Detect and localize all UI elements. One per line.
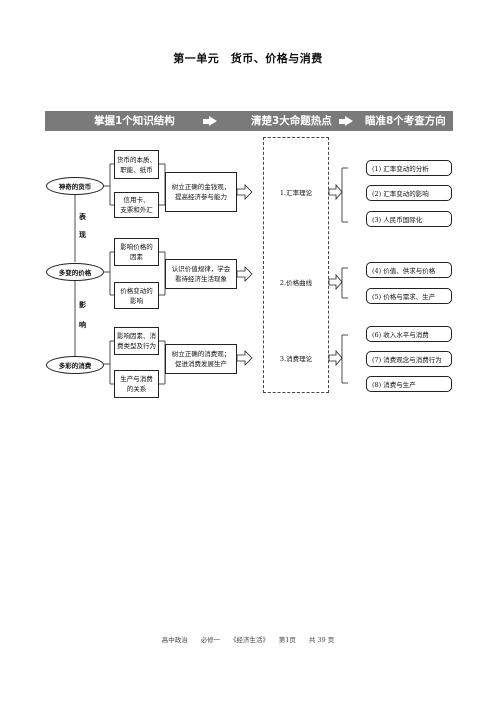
page-footer: 高中政治 必修一 《经济生活》 第1页 共 39 页	[161, 636, 335, 644]
banner-arrow-1-stem	[203, 118, 209, 124]
item-price-change-effects: 价格变动的 影响	[114, 282, 159, 309]
banner-arrow-2-icon	[345, 116, 353, 126]
banner-directions: 瞄准8个考查方向	[365, 115, 446, 127]
banner-knowledge-structure: 掌握1个知识结构	[94, 115, 175, 127]
direction-1: (1) 汇率变动的分析	[366, 160, 452, 176]
link-label-biao: 表	[79, 212, 86, 221]
link-label-ying: 影	[79, 300, 86, 309]
item-consumption-factors: 影响因素、消 费类型及行为	[114, 327, 159, 355]
hotspot-exchange-rate: 1.汇率理论	[279, 189, 313, 197]
item-money-essence: 货币的本质、 职能、纸币	[114, 150, 159, 179]
link-label-xiang: 响	[79, 320, 86, 329]
item-production-consumption: 生产与消费 的关系	[114, 370, 159, 398]
banner-arrow-1-icon	[209, 116, 217, 126]
goal-value-law: 认识价值规律，学会 看待经济生活现象	[165, 259, 237, 289]
direction-3: (3) 人民币国际化	[366, 211, 452, 227]
hotspots-panel	[263, 137, 329, 393]
direction-2: (2) 汇率变动的影响	[366, 185, 452, 201]
banner-hotspots: 清楚3大命题热点	[251, 115, 332, 127]
goal-money-view: 树立正确的金钱观， 提高经济参与能力	[165, 172, 237, 212]
direction-6: (6) 收入水平与消费	[366, 326, 452, 342]
goal-consumption-view: 树立正确的消费观； 促进消费发展生产	[165, 344, 237, 374]
direction-7: (7) 消费观念与消费行为	[366, 351, 452, 367]
direction-8: (8) 消费与生产	[366, 376, 452, 392]
banner-arrow-2-stem	[339, 118, 345, 124]
direction-4: (4) 价值、供求与价格	[366, 262, 452, 278]
item-price-factors: 影响价格的 因素	[114, 238, 159, 266]
item-credit-card: 信用卡、 支票和外汇	[114, 192, 159, 218]
link-label-xian: 现	[79, 230, 86, 239]
direction-5: (5) 价格与需求、生产	[366, 288, 452, 304]
hotspot-consumption-theory: 3.消费理论	[279, 355, 313, 363]
topic-colorful-consumption: 多彩的消费	[46, 356, 104, 374]
hotspot-price-curve: 2.价格曲线	[279, 279, 313, 287]
page-title: 第一单元 货币、价格与消费	[173, 52, 323, 65]
topic-magic-money: 神奇的货币	[46, 177, 104, 195]
topic-variable-price: 多变的价格	[46, 263, 104, 281]
